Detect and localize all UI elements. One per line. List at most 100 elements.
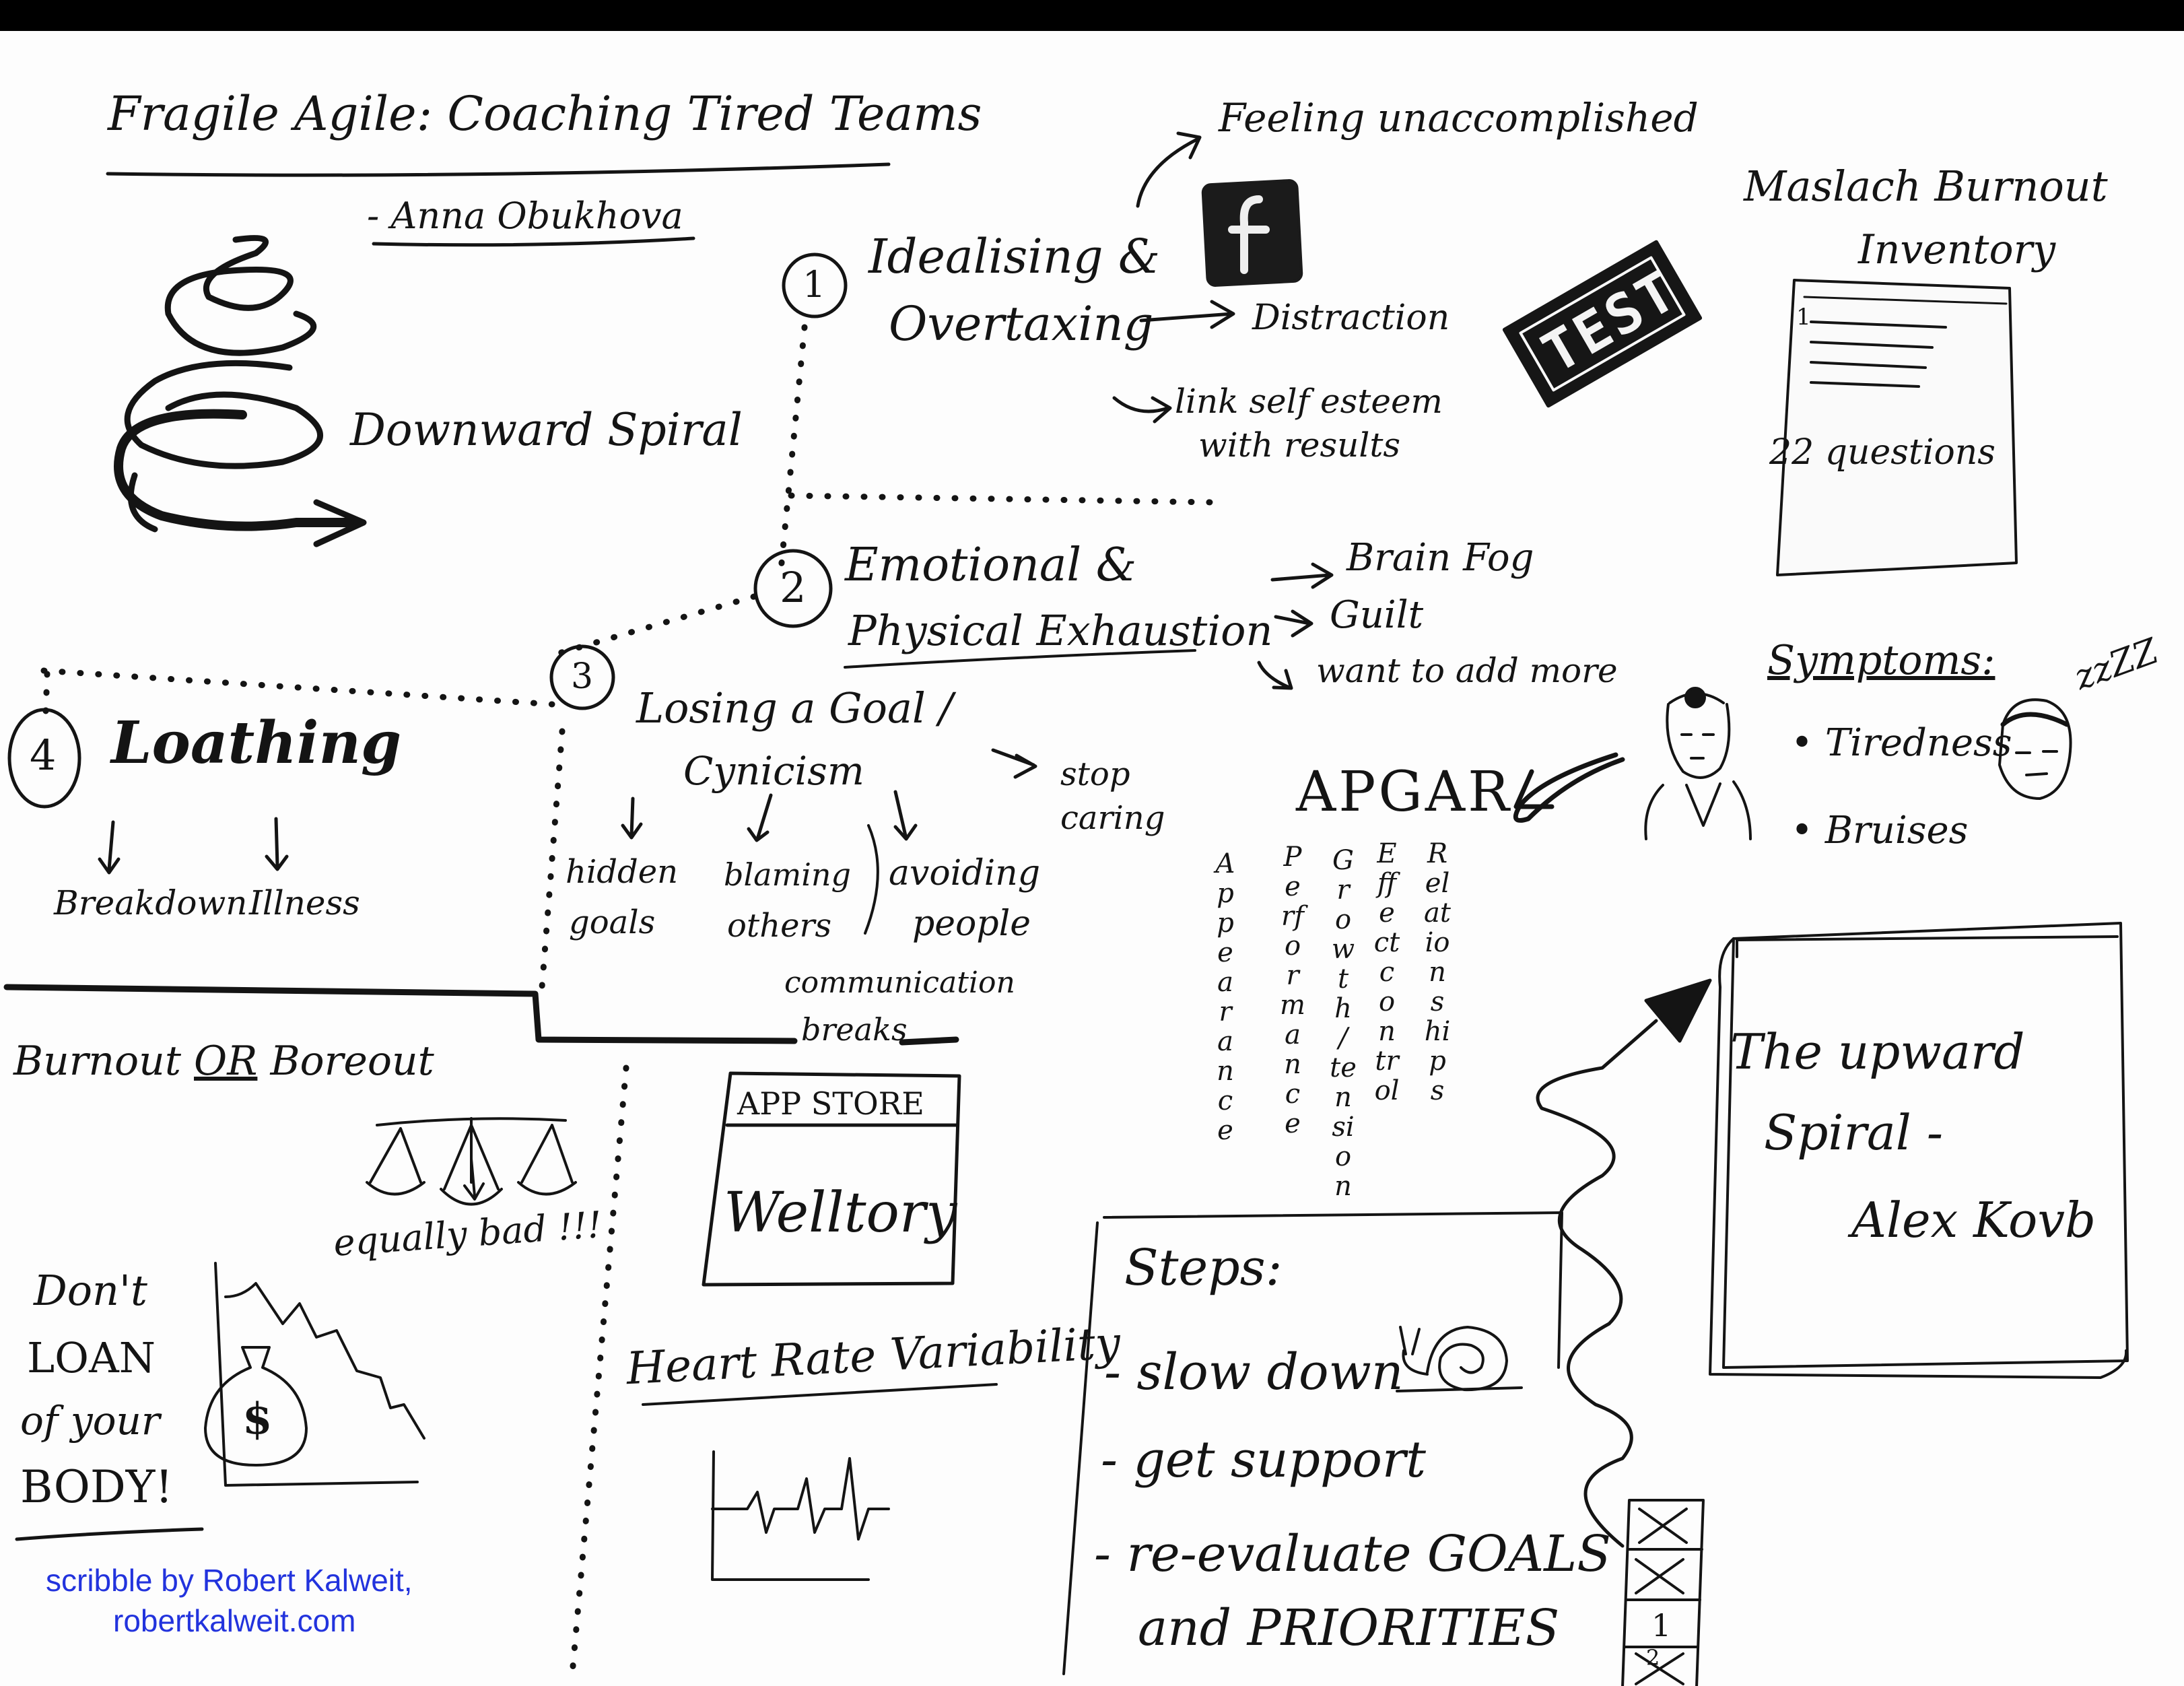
credit-line2: robertkalweit.com bbox=[113, 1603, 356, 1638]
stage-3-number: 3 bbox=[571, 656, 594, 697]
stage3-arrows bbox=[621, 748, 1037, 935]
upward-spiral-icon bbox=[1536, 978, 1712, 1548]
apgar-appearance: Appearance bbox=[1215, 848, 1235, 1146]
loan-line4: BODY! bbox=[20, 1461, 173, 1513]
stage-1-title: Idealising & bbox=[868, 229, 1161, 284]
credit-line1: scribble by Robert Kalweit, bbox=[46, 1563, 413, 1598]
hidden-goals-line1: hidden bbox=[566, 853, 679, 891]
stage-2-circle bbox=[753, 549, 833, 628]
stage-2-number: 2 bbox=[780, 563, 807, 612]
step-get-support: - get support bbox=[1101, 1431, 1426, 1489]
swoosh-arrow-icon bbox=[1513, 752, 1625, 823]
apgar-title: APGAR bbox=[1296, 760, 1512, 824]
hrv-underline bbox=[642, 1383, 998, 1406]
stage2-underline bbox=[844, 649, 1196, 669]
hidden-goals-line2: goals bbox=[569, 904, 656, 941]
loan-line2: LOAN bbox=[27, 1333, 156, 1382]
apgar-relationships: Relationships bbox=[1424, 838, 1451, 1106]
balance-scale-icon bbox=[366, 1117, 577, 1206]
apgar-growth-tension: Growth / tension bbox=[1330, 845, 1357, 1202]
or-label: OR bbox=[194, 1038, 258, 1085]
heart-rate-graph-icon bbox=[711, 1450, 890, 1581]
stage-3-subtitle: Cynicism bbox=[683, 748, 864, 794]
facebook-icon bbox=[1201, 179, 1303, 287]
stage4-arrows bbox=[98, 817, 289, 875]
stage-3-title: Losing a Goal / bbox=[636, 683, 953, 733]
stage-1-subtitle: Overtaxing bbox=[889, 296, 1154, 351]
stage-2-subtitle: Physical Exhaustion bbox=[848, 606, 1273, 655]
test-stamp-icon bbox=[1502, 240, 1703, 408]
stage1-arrows bbox=[1112, 131, 1235, 424]
step-re-evaluate: - re-evaluate GOALS bbox=[1094, 1525, 1611, 1583]
breakdown: Breakdown bbox=[54, 883, 248, 922]
burnout-label: Burnout bbox=[13, 1038, 195, 1085]
stage-1-circle bbox=[782, 252, 848, 318]
downward-spiral-label: Downward Spiral bbox=[350, 404, 743, 456]
inventory-item-number: 1 bbox=[1796, 304, 1811, 331]
sketchnote-canvas: Fragile Agile: Coaching Tired Teams - An… bbox=[0, 31, 2184, 1686]
questions-count: 22 questions bbox=[1769, 432, 1995, 473]
avoiding-people-line1: avoiding bbox=[889, 853, 1041, 893]
brain-fog: Brain Fog bbox=[1346, 536, 1534, 580]
stage-4-number: 4 bbox=[30, 731, 57, 780]
app-store-box bbox=[702, 1071, 961, 1287]
sketch-drawings bbox=[3, 131, 2129, 1686]
step-priorities: and PRIORITIES bbox=[1138, 1599, 1560, 1657]
want-to-add-more: want to add more bbox=[1316, 651, 1618, 690]
doctor-icon bbox=[1644, 687, 1752, 840]
stage-2-title: Emotional & bbox=[845, 539, 1137, 592]
section-divider bbox=[3, 984, 959, 1046]
checklist-icon bbox=[1621, 1499, 1705, 1686]
welltory-label: Welltory bbox=[724, 1181, 957, 1245]
blaming-others-line2: others bbox=[727, 907, 832, 945]
book-icon bbox=[1709, 922, 2129, 1379]
snail-icon bbox=[1396, 1326, 1523, 1392]
step-slow-down: - slow down bbox=[1104, 1343, 1404, 1401]
feeling-unaccomplished: Feeling unaccomplished bbox=[1219, 95, 1699, 141]
communication-breaks-line1: communication bbox=[784, 966, 1015, 1000]
inventory-sheet-icon bbox=[1776, 279, 2018, 576]
title-underline bbox=[106, 162, 891, 177]
steps-title: Steps: bbox=[1124, 1239, 1283, 1297]
upward-spiral-line2: Spiral - bbox=[1764, 1104, 1944, 1161]
guilt: Guilt bbox=[1330, 593, 1424, 637]
speaker-underline bbox=[372, 236, 695, 247]
stage2-arrows bbox=[1257, 562, 1334, 690]
upward-spiral-author: Alex Kovb bbox=[1851, 1192, 2096, 1248]
apgar-performance: Performance bbox=[1280, 842, 1305, 1139]
loan-line3: of your bbox=[20, 1398, 160, 1444]
speaker-name: - Anna Obukhova bbox=[367, 195, 683, 237]
checklist-number-1: 1 bbox=[1651, 1607, 1672, 1644]
falling-chart-icon bbox=[214, 1262, 425, 1487]
stage-1-number: 1 bbox=[803, 263, 826, 306]
distraction: Distraction bbox=[1252, 298, 1450, 338]
symptom-tiredness: • Tiredness bbox=[1791, 721, 2012, 765]
money-bag-symbol: $ bbox=[242, 1394, 273, 1444]
dotted-connectors bbox=[40, 324, 1215, 1677]
with-results: with results bbox=[1198, 426, 1401, 465]
sleeping-face-icon bbox=[1998, 698, 2072, 800]
app-store-label: APP STORE bbox=[737, 1085, 924, 1122]
stop-caring-line1: stop bbox=[1060, 755, 1130, 793]
stop-caring-line2: caring bbox=[1060, 799, 1165, 837]
stage-4-title: Loathing bbox=[111, 709, 402, 777]
loan-underline bbox=[15, 1527, 204, 1541]
communication-breaks-line2: breaks bbox=[801, 1011, 908, 1048]
apgar-effect-control: Effect control bbox=[1373, 838, 1400, 1106]
checklist-number-2: 2 bbox=[1646, 1645, 1660, 1671]
link-self-esteem: link self esteem bbox=[1175, 382, 1443, 421]
maslach-title-line2: Inventory bbox=[1858, 226, 2056, 273]
loan-line1: Don't bbox=[34, 1266, 147, 1315]
money-bag-icon bbox=[204, 1346, 308, 1466]
symptoms-title: Symptoms: bbox=[1767, 637, 1995, 684]
illness: Illness bbox=[249, 883, 360, 922]
blaming-others-line1: blaming bbox=[724, 856, 851, 893]
burnout-or-boreout: Burnout OR Boreout bbox=[13, 1041, 434, 1081]
avoiding-people-line2: people bbox=[912, 904, 1031, 944]
maslach-title-line1: Maslach Burnout bbox=[1744, 162, 2108, 211]
upward-spiral-title: The upward bbox=[1730, 1023, 2025, 1080]
boreout-label: Boreout bbox=[257, 1038, 434, 1085]
downward-spiral-icon bbox=[114, 235, 367, 547]
page-title: Fragile Agile: Coaching Tired Teams bbox=[108, 86, 982, 141]
symptom-bruises: • Bruises bbox=[1791, 809, 1969, 852]
